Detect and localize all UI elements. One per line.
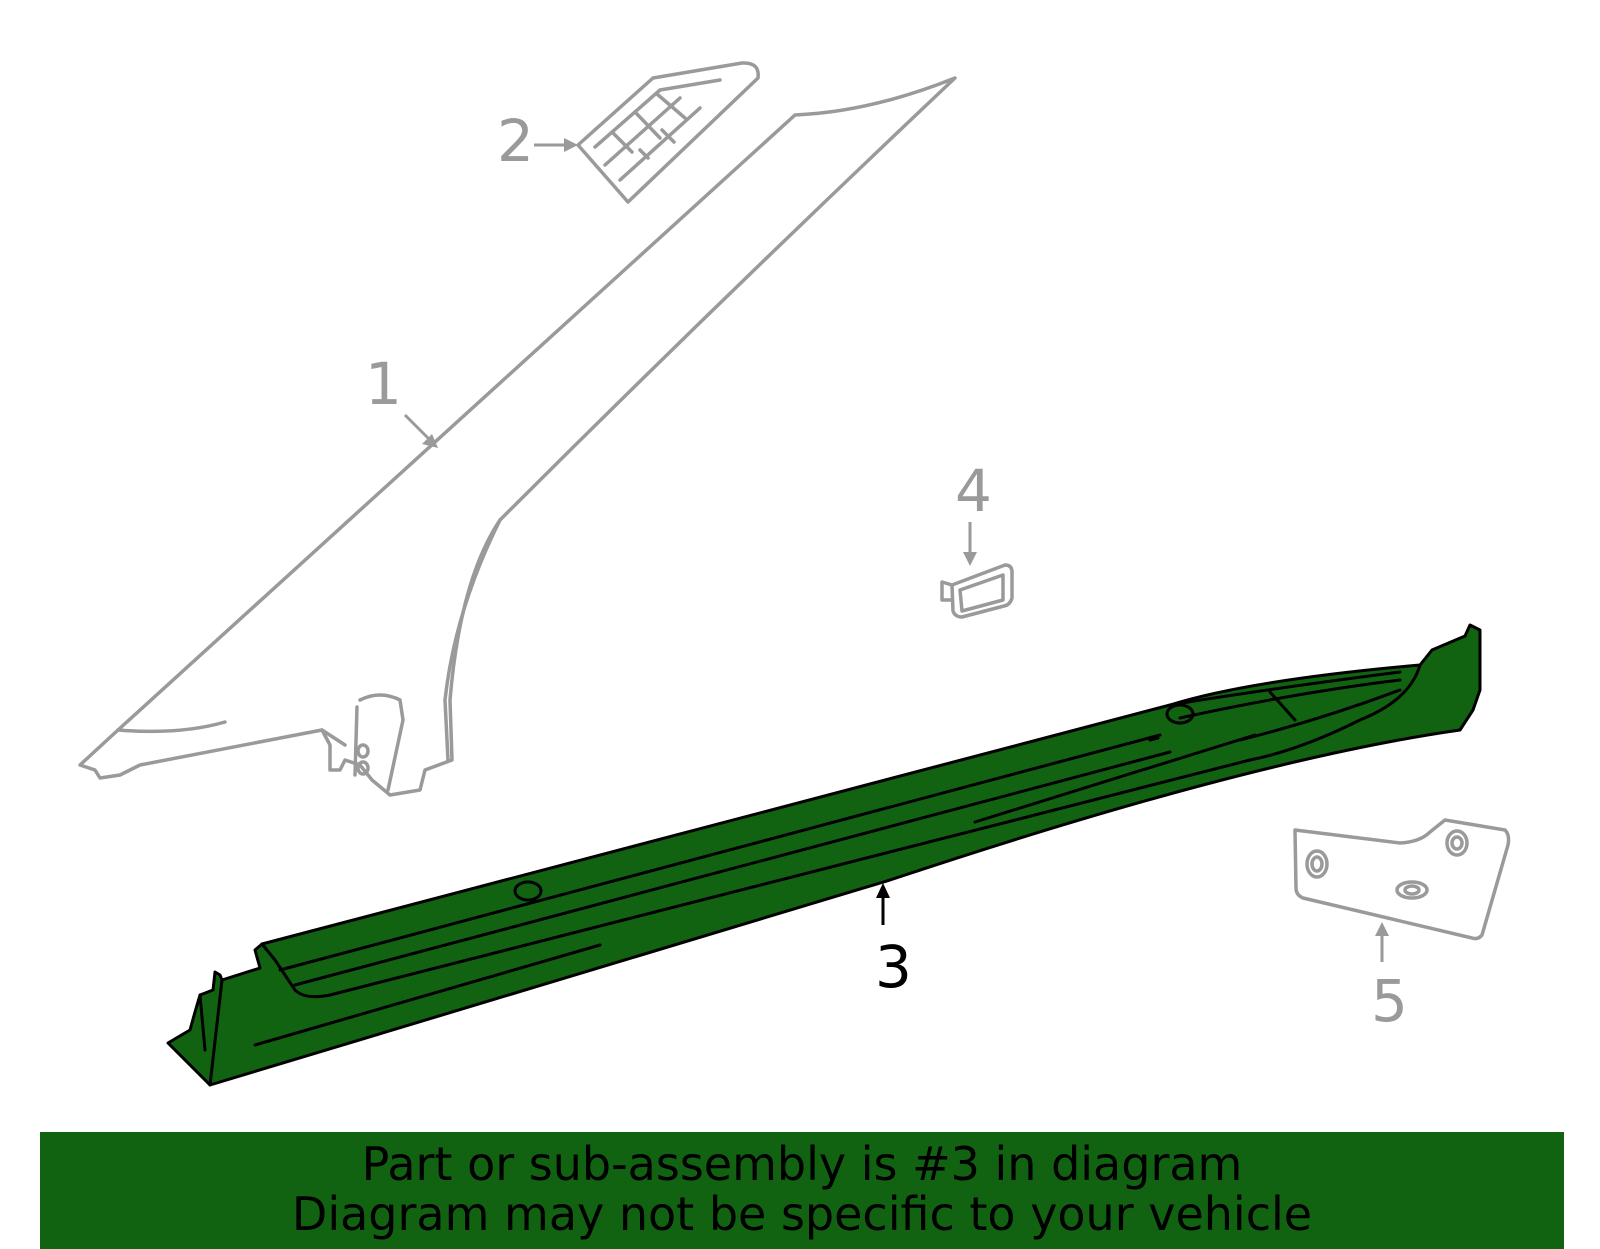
callout-3-arrowhead <box>876 883 890 898</box>
callout-5-arrowhead <box>1375 922 1389 936</box>
part-5-bracket <box>1293 818 1511 941</box>
callout-2-arrowhead <box>564 138 578 152</box>
part-4-clip <box>940 563 1014 619</box>
banner-line-part: Part or sub-assembly is #3 in diagram <box>361 1137 1243 1191</box>
part-3-sill-molding <box>166 623 1482 1087</box>
part-2-clip <box>576 61 760 204</box>
callout-1-arrowhead <box>422 434 438 448</box>
part-1-pillar-trim <box>78 76 957 797</box>
banner-line-disclaimer: Diagram may not be specific to your vehi… <box>291 1187 1313 1241</box>
callout-4-arrowhead <box>963 552 977 566</box>
info-banner: Part or sub-assembly is #3 in diagram Di… <box>40 1132 1564 1249</box>
callout-number-2: 2 <box>497 107 534 175</box>
callout-number-4: 4 <box>955 457 992 525</box>
callout-number-1: 1 <box>365 350 402 418</box>
callout-number-3: 3 <box>875 933 912 1001</box>
callout-1-arrow <box>403 413 432 442</box>
callout-number-5: 5 <box>1371 967 1408 1035</box>
